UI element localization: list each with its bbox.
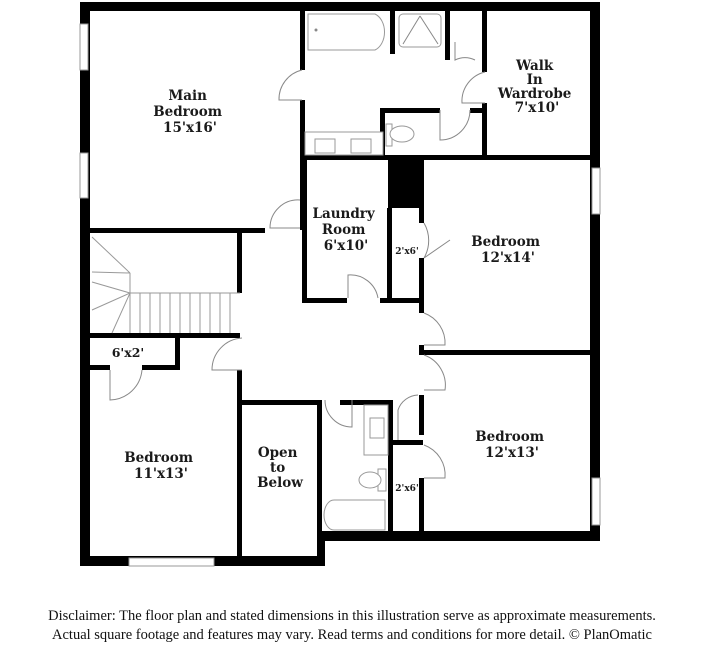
toilet-2 <box>358 471 382 489</box>
sink-2 <box>350 138 372 154</box>
label-open-to-below: Open to Below <box>257 445 303 491</box>
room-labels: Main Bedroom 15'x16' Walk In Wardrobe 7'… <box>112 58 576 494</box>
disclaimer-line-1: Disclaimer: The floor plan and stated di… <box>48 608 656 624</box>
toilet-main <box>389 125 415 143</box>
doors <box>109 42 486 479</box>
label-bedroom-se: Bedroom 12'x13' <box>475 429 549 461</box>
label-laundry-room: Laundry Room 6'x10' <box>313 206 380 254</box>
stair-treads <box>139 293 231 333</box>
label-bedroom-sw: Bedroom 11'x13' <box>124 450 198 482</box>
label-bedroom-ne: Bedroom 12'x14' <box>471 234 545 266</box>
interior-walls <box>90 2 590 560</box>
sink-1 <box>314 138 336 154</box>
disclaimer-line-2: Actual square footage and features may v… <box>52 627 652 643</box>
label-walk-in-wardrobe: Walk In Wardrobe 7'x10' <box>497 58 576 116</box>
label-linen-closet: 2'x6' <box>395 247 418 257</box>
windows <box>79 23 601 567</box>
label-closet-se: 2'x6' <box>395 484 418 494</box>
staircase <box>91 236 240 334</box>
label-closet-sw: 6'x2' <box>112 345 145 360</box>
floor-plan: Main Bedroom 15'x16' Walk In Wardrobe 7'… <box>79 2 601 567</box>
shower <box>398 13 442 48</box>
disclaimer: Disclaimer: The floor plan and stated di… <box>0 607 704 645</box>
bathtub-main <box>307 13 386 51</box>
fixtures <box>304 13 442 531</box>
bathtub-2 <box>323 499 386 531</box>
label-main-bedroom: Main Bedroom 15'x16' <box>153 88 227 136</box>
